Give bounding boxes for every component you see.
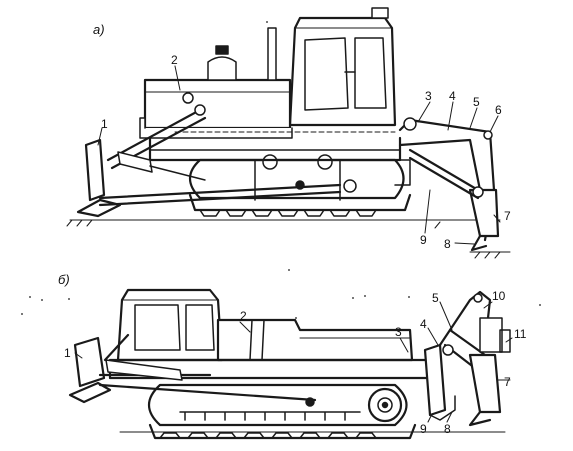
callout-b-9: 9 [420, 422, 427, 436]
panel-a-callouts: 1 2 3 4 5 6 7 8 9 [101, 53, 511, 251]
callout-a-2: 2 [171, 53, 178, 67]
callout-a-4: 4 [449, 89, 456, 103]
callout-b-2: 2 [240, 309, 247, 323]
callout-a-5: 5 [473, 95, 480, 109]
panel-b-blade [68, 333, 317, 407]
callout-b-7: 7 [504, 375, 511, 389]
panel-a-label: а) [93, 22, 105, 37]
panel-a: а) [66, 7, 511, 259]
callout-a-8: 8 [444, 237, 451, 251]
callout-b-8: 8 [444, 422, 451, 436]
panel-a-blade [76, 104, 357, 218]
panel-b-leaders [74, 301, 513, 423]
panel-a-leaders [97, 65, 501, 245]
callout-b-4: 4 [420, 317, 427, 331]
panel-a-ground [66, 219, 511, 259]
callout-a-9: 9 [420, 233, 427, 247]
panel-a-track [148, 136, 412, 217]
panel-a-hood [139, 27, 396, 139]
callout-b-11: 11 [514, 327, 527, 341]
callout-b-10: 10 [492, 289, 506, 303]
print-specks [21, 21, 541, 319]
panel-b-ripper [423, 290, 511, 427]
panel-b-cab [116, 288, 224, 362]
callout-b-3: 3 [395, 325, 402, 339]
panel-b-hood [216, 318, 414, 362]
callout-a-3: 3 [425, 89, 432, 103]
panel-b-callouts: 1 2 3 4 5 10 11 7 9 8 [64, 289, 527, 436]
callout-a-7: 7 [504, 209, 511, 223]
callout-a-1: 1 [101, 117, 108, 131]
panel-a-cab [288, 7, 397, 127]
callout-b-5: 5 [432, 291, 439, 305]
panel-b-label: б) [58, 272, 70, 287]
panel-a-ripper [394, 117, 500, 252]
panel-b: б) [21, 21, 541, 440]
callout-a-6: 6 [495, 103, 502, 117]
callout-b-1: 1 [64, 346, 71, 360]
